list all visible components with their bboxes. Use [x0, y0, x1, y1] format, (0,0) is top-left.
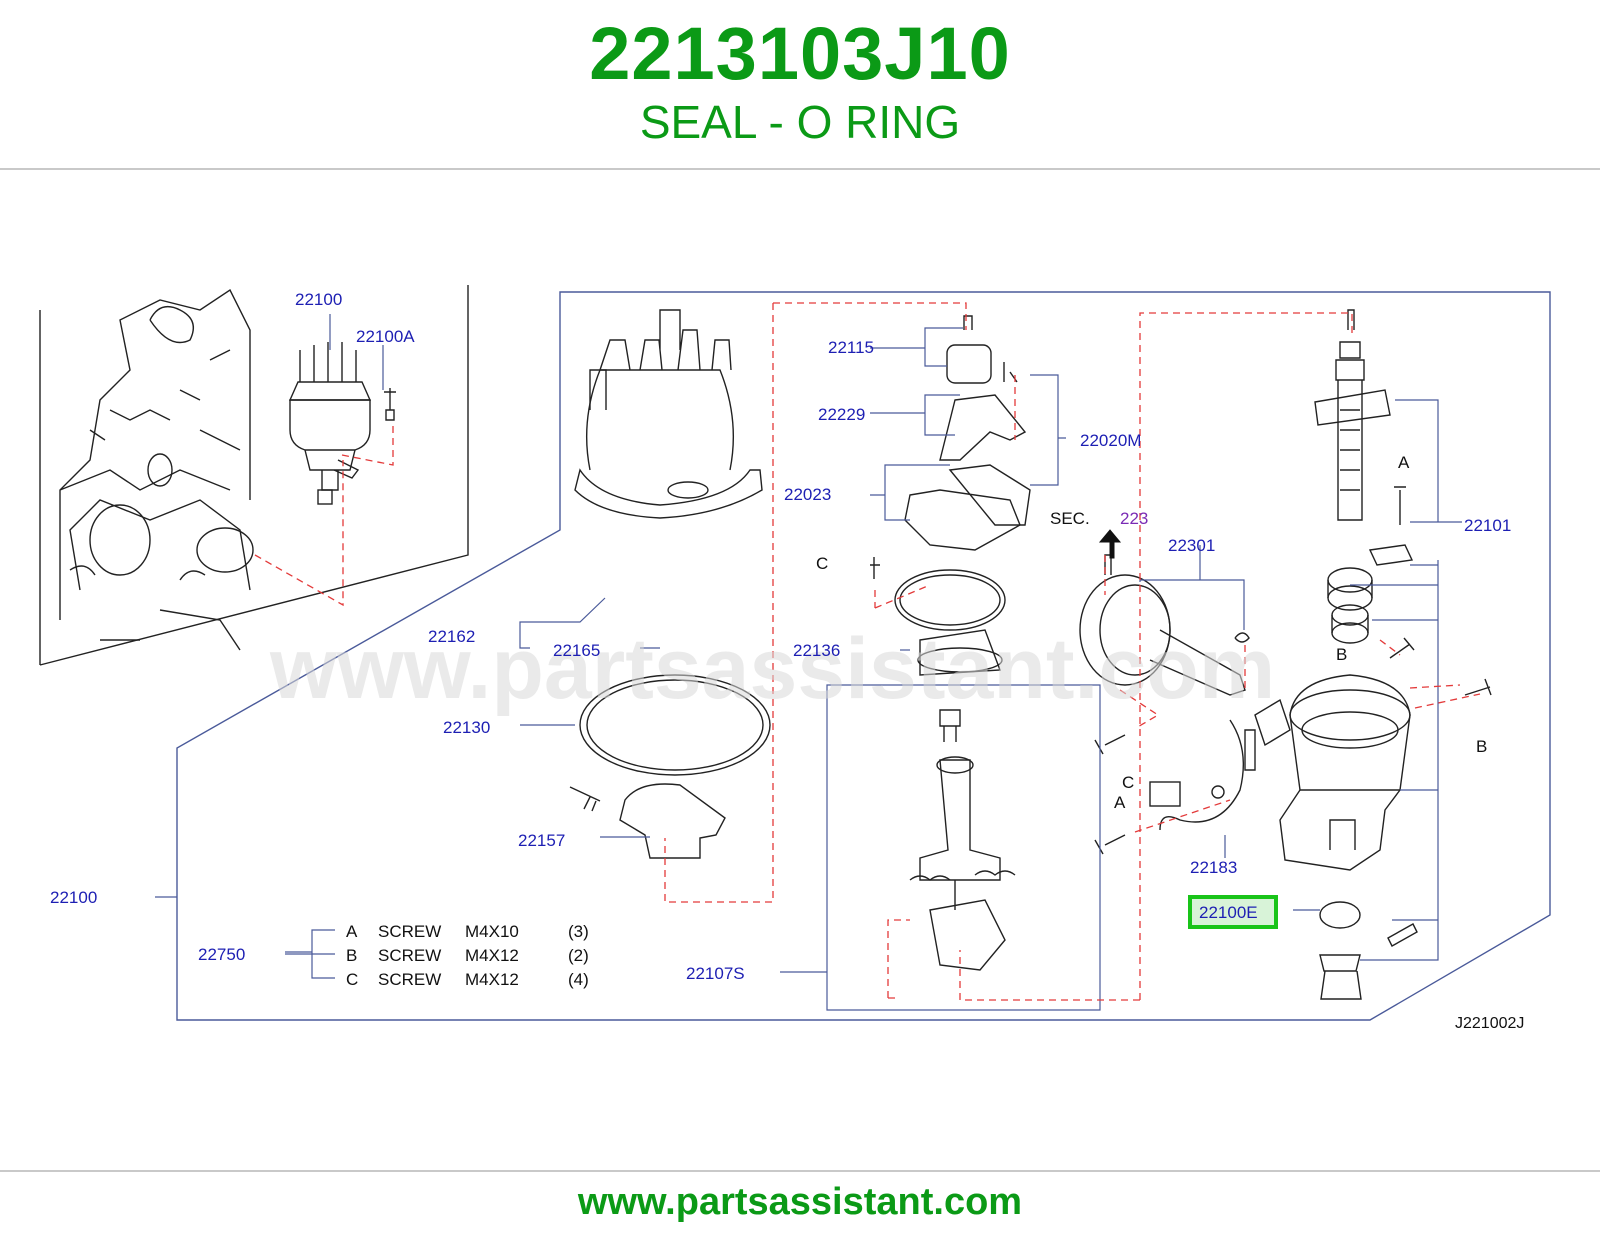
callout-22115[interactable]: 22115: [828, 338, 874, 357]
main-frame: [176, 291, 1551, 1021]
watermark-text: www.partsassistant.com: [269, 621, 1275, 717]
legend-key-a: A: [346, 922, 358, 941]
footer-site-link[interactable]: www.partsassistant.com: [577, 1181, 1023, 1223]
screw-letter-b-1: B: [1336, 645, 1347, 664]
legend-qty-c: (4): [568, 970, 589, 989]
callout-22136[interactable]: 22136: [793, 641, 840, 660]
callout-22183[interactable]: 22183: [1190, 858, 1237, 877]
parts-diagram: www.partsassistant.com 22100 22100A 2211…: [39, 285, 1551, 1032]
legend-name-a: SCREW: [378, 922, 441, 941]
callout-22157[interactable]: 22157: [518, 831, 565, 850]
engine-block-drawing: [39, 285, 469, 666]
cap-gasket-ring: [579, 674, 771, 776]
center-parts: [870, 315, 1031, 971]
callout-22100e[interactable]: 22100E: [1199, 903, 1258, 922]
legend-key-b: B: [346, 946, 357, 965]
callout-22023[interactable]: 22023: [784, 485, 831, 504]
callout-22130[interactable]: 22130: [443, 718, 490, 737]
distributor-assembly-small: [288, 342, 396, 505]
sec-reference-arrow: [1098, 529, 1122, 559]
part-number: 2213103J10: [589, 12, 1011, 95]
distributor-housing: [1094, 309, 1492, 1000]
legend-size-a: M4X10: [465, 922, 519, 941]
callout-22100-top[interactable]: 22100: [295, 290, 342, 309]
callout-22101[interactable]: 22101: [1464, 516, 1511, 535]
screw-letter-b-2: B: [1476, 737, 1487, 756]
part-name: SEAL - O RING: [639, 96, 961, 148]
callout-22229[interactable]: 22229: [818, 405, 865, 424]
distributor-cap: [574, 309, 763, 519]
header-divider: [0, 168, 1600, 170]
footer-divider: [0, 1170, 1600, 1172]
callout-22107s[interactable]: 22107S: [686, 964, 745, 983]
vacuum-advance: [1079, 554, 1250, 696]
sec-reference-number[interactable]: 223: [1120, 509, 1148, 528]
callout-22750[interactable]: 22750: [198, 945, 245, 964]
screw-letter-c-2: C: [1122, 773, 1134, 792]
rotor-head: [569, 783, 726, 859]
callout-22301[interactable]: 22301: [1168, 536, 1215, 555]
legend-qty-a: (3): [568, 922, 589, 941]
legend-name-b: SCREW: [378, 946, 441, 965]
highlight-box: [1188, 895, 1278, 929]
assembly-dashes: [254, 302, 1481, 1001]
callout-22020m[interactable]: 22020M: [1080, 431, 1141, 450]
screw-letter-c-1: C: [816, 554, 828, 573]
sec-label: SEC.: [1050, 509, 1090, 528]
legend-name-c: SCREW: [378, 970, 441, 989]
diagram-code: J221002J: [1455, 1015, 1524, 1032]
legend-qty-b: (2): [568, 946, 589, 965]
legend-size-b: M4X12: [465, 946, 519, 965]
callout-22162[interactable]: 22162: [428, 627, 475, 646]
screw-letter-a-1: A: [1398, 453, 1410, 472]
leader-lines: [155, 314, 1462, 1011]
screw-legend: A SCREW M4X10 (3) B SCREW M4X12 (2) C SC…: [346, 922, 589, 989]
legend-size-c: M4X12: [465, 970, 519, 989]
wiring-harness: [1149, 719, 1256, 831]
callout-22100-left[interactable]: 22100: [50, 888, 97, 907]
callout-22100a[interactable]: 22100A: [356, 327, 415, 346]
screw-letter-a-2: A: [1114, 793, 1126, 812]
callout-22165[interactable]: 22165: [553, 641, 600, 660]
legend-key-c: C: [346, 970, 358, 989]
page-header: 2213103J10 SEAL - O RING: [0, 0, 1600, 168]
